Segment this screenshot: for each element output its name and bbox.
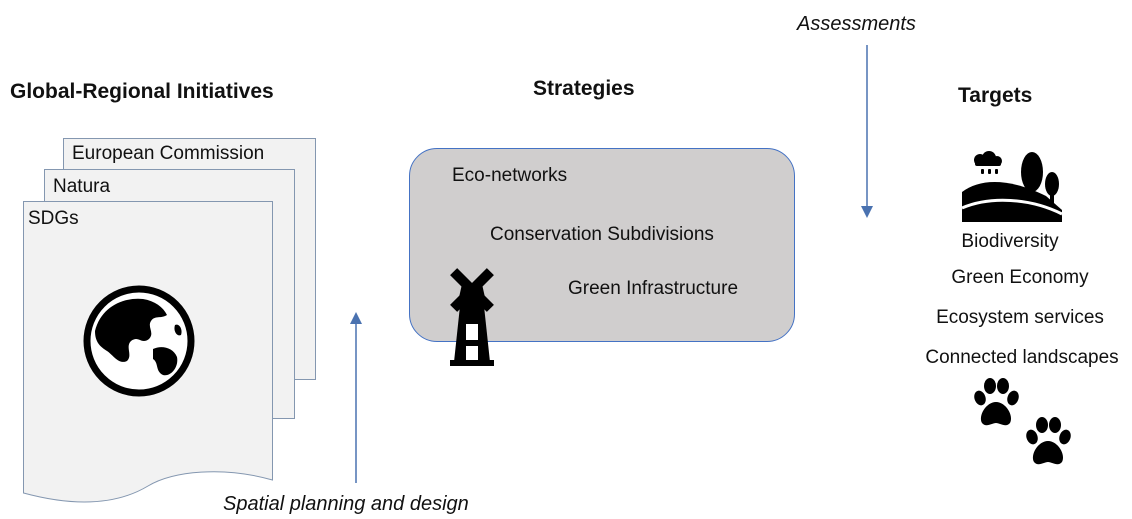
globe-icon: [83, 285, 195, 397]
initiatives-heading: Global-Regional Initiatives: [10, 80, 274, 103]
paw-print-icon: [974, 378, 1019, 426]
target-item-ecosystem-services: Ecosystem services: [936, 307, 1104, 328]
strategies-heading: Strategies: [533, 77, 635, 100]
target-item-connected-landscapes: Connected landscapes: [925, 347, 1119, 368]
paw-print-icon: [1026, 417, 1071, 465]
strategy-item-eco-networks: Eco-networks: [452, 165, 568, 186]
spatial-planning-label: Spatial planning and design: [223, 493, 469, 515]
document-label: SDGs: [28, 208, 79, 229]
strategy-item-conservation-subdivisions: Conservation Subdivisions: [490, 224, 714, 245]
assessments-label: Assessments: [797, 13, 916, 35]
target-item-biodiversity: Biodiversity: [961, 231, 1059, 252]
strategy-item-green-infrastructure: Green Infrastructure: [568, 278, 739, 299]
targets-heading: Targets: [958, 84, 1033, 107]
document-label: European Commission: [72, 143, 265, 164]
target-item-green-economy: Green Economy: [951, 267, 1089, 288]
document-label: Natura: [53, 176, 111, 197]
windmill-icon: [450, 268, 494, 366]
landscape-icon: [961, 151, 1063, 222]
